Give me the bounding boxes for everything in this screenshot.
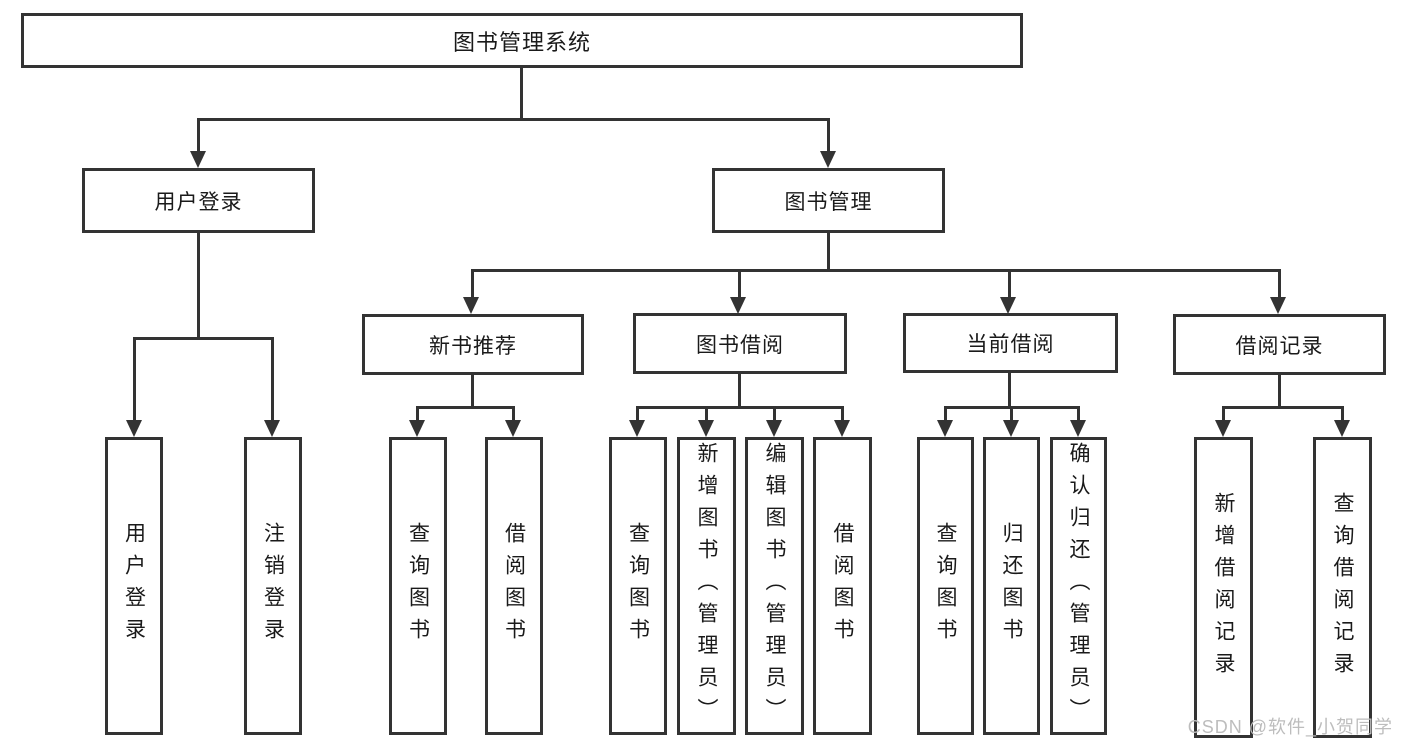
node-current-borrowing: 当前借阅 [903,313,1118,373]
arrowhead-down [126,420,142,437]
leaf-add-book-admin: 新增图书（管理员） [677,437,736,735]
node-new-book-recommendation: 新书推荐 [362,314,584,375]
leaf-label: 新增图书（管理员） [695,442,718,730]
connector-line [471,269,474,298]
node-library-management-system: 图书管理系统 [21,13,1023,68]
connector-line [1341,406,1344,422]
leaf-label: 借阅图书 [831,522,854,650]
arrowhead-down [1070,420,1086,437]
arrowhead-down [505,420,521,437]
arrowhead-down [1334,420,1350,437]
connector-line [197,118,830,121]
leaf-query-books-current: 查询图书 [917,437,974,735]
connector-line [520,68,523,118]
node-book-borrowing: 图书借阅 [633,313,847,374]
arrowhead-down [629,420,645,437]
node-label: 图书借阅 [696,333,784,357]
arrowhead-down [937,420,953,437]
connector-line [1222,406,1225,422]
arrowhead-down [698,420,714,437]
node-label: 借阅记录 [1235,334,1324,358]
connector-line [1222,406,1344,409]
arrowhead-down [1215,420,1231,437]
connector-line [773,406,776,422]
leaf-return-books: 归还图书 [983,437,1040,735]
connector-line [841,406,844,422]
node-label: 当前借阅 [966,333,1055,356]
connector-line [416,406,419,422]
leaf-label: 注销登录 [261,522,285,650]
node-user-login: 用户登录 [82,168,315,233]
leaf-label: 查询图书 [934,522,957,650]
leaf-label: 查询图书 [626,522,650,650]
csdn-watermark: CSDN @软件_小贺同学 [1187,717,1393,737]
connector-line [271,337,274,421]
connector-line [1077,406,1080,422]
connector-line [636,406,843,409]
connector-line [738,269,741,298]
arrowhead-down [834,420,850,437]
connector-line [705,406,708,422]
connector-line [1278,269,1281,298]
leaf-label: 借阅图书 [502,522,526,650]
arrowhead-down [1003,420,1019,437]
connector-line [416,406,515,409]
arrowhead-down [264,420,280,437]
leaf-label: 用户登录 [122,522,146,650]
connector-line [512,406,515,422]
arrowhead-down [409,420,425,437]
connector-line [133,337,136,421]
node-label: 图书管理系统 [452,29,591,55]
connector-line [1008,372,1011,406]
connector-line [133,337,274,340]
node-book-management: 图书管理 [712,168,945,233]
arrowhead-down [463,297,479,314]
node-label: 图书管理 [784,190,873,214]
arrowhead-down [1000,297,1016,314]
leaf-label: 新增借阅记录 [1212,491,1235,684]
leaf-label: 查询借阅记录 [1331,491,1354,684]
node-label: 新书推荐 [429,334,517,358]
leaf-label: 确认归还（管理员） [1067,442,1090,730]
connector-line [738,374,741,406]
connector-line [1010,406,1013,422]
leaf-query-borrow-record: 查询借阅记录 [1313,437,1372,738]
leaf-user-login: 用户登录 [105,437,163,735]
node-borrowing-records: 借阅记录 [1173,314,1386,375]
connector-line [197,118,200,152]
arrowhead-down [190,151,206,168]
connector-line [471,269,1281,272]
connector-line [471,375,474,406]
leaf-confirm-return-admin: 确认归还（管理员） [1050,437,1107,735]
arrowhead-down [730,297,746,314]
leaf-borrow-books-borrowing: 借阅图书 [813,437,872,735]
connector-line [944,406,947,422]
leaf-query-books-borrowing: 查询图书 [609,437,667,735]
arrowhead-down [820,151,836,168]
arrowhead-down [1270,297,1286,314]
node-label: 用户登录 [154,190,243,214]
connector-line [636,406,639,422]
connector-line [197,233,200,337]
connector-line [1278,375,1281,406]
connector-line [827,118,830,152]
leaf-borrow-books-recommend: 借阅图书 [485,437,543,735]
leaf-label: 归还图书 [1000,522,1023,650]
leaf-edit-book-admin: 编辑图书（管理员） [745,437,804,735]
connector-line [1008,269,1011,298]
leaf-label: 查询图书 [406,522,430,650]
leaf-query-books-recommend: 查询图书 [389,437,447,735]
connector-line [827,233,830,269]
leaf-label: 编辑图书（管理员） [763,442,786,730]
arrowhead-down [766,420,782,437]
leaf-logout: 注销登录 [244,437,302,735]
leaf-add-borrow-record: 新增借阅记录 [1194,437,1253,738]
